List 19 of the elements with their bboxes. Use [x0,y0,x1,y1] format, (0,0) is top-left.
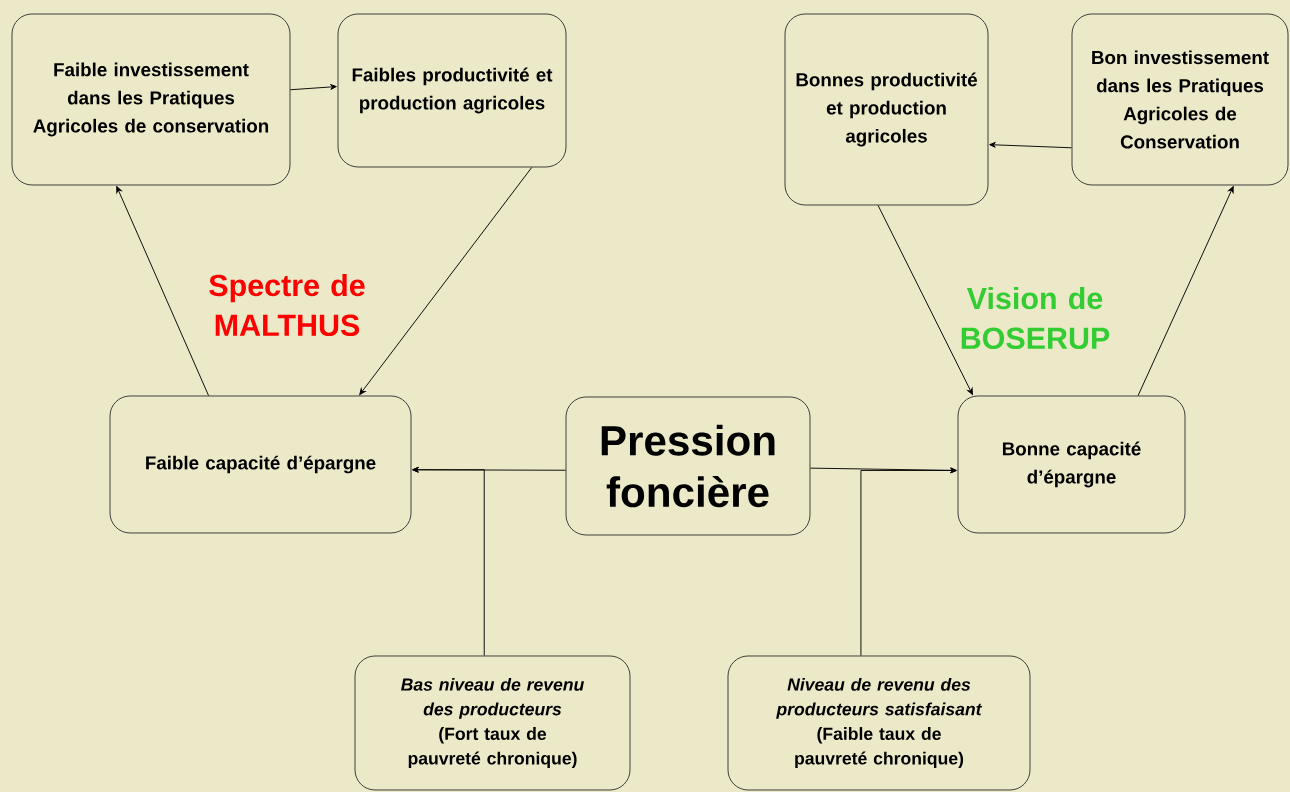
text-box: Pression foncière [565,396,811,536]
text-box: Bas niveau de revenu des producteurs (Fort taux de pauvreté chronique) [354,655,631,791]
text-box: Niveau de revenu des producteurs satisfaisant (Faible taux de pauvreté chronique) [727,655,1031,791]
text-box: Bonnes productivité et production agricoles [784,13,989,206]
arrow [116,186,209,396]
arrow [1137,186,1234,396]
text-box: Faible investissement dans les Pratiques Agricoles de conservation [11,13,291,186]
arrow [989,141,1072,149]
text-box: Bon investissement dans les Pratiques Agricoles de Conservation [1071,13,1289,186]
text-box: Faible capacité d’épargne [109,395,412,534]
text-box: Faibles productivité et production agricoles [337,13,567,168]
text-box: Bonne capacité d’épargne [957,395,1186,534]
arrow [412,466,485,656]
arrow [860,467,957,656]
theory-label: Spectre de MALTHUS [209,273,365,337]
arrow [290,84,337,91]
arrow [877,205,973,395]
arrow [359,167,533,396]
theory-label: Vision de BOSERUP [961,286,1110,350]
